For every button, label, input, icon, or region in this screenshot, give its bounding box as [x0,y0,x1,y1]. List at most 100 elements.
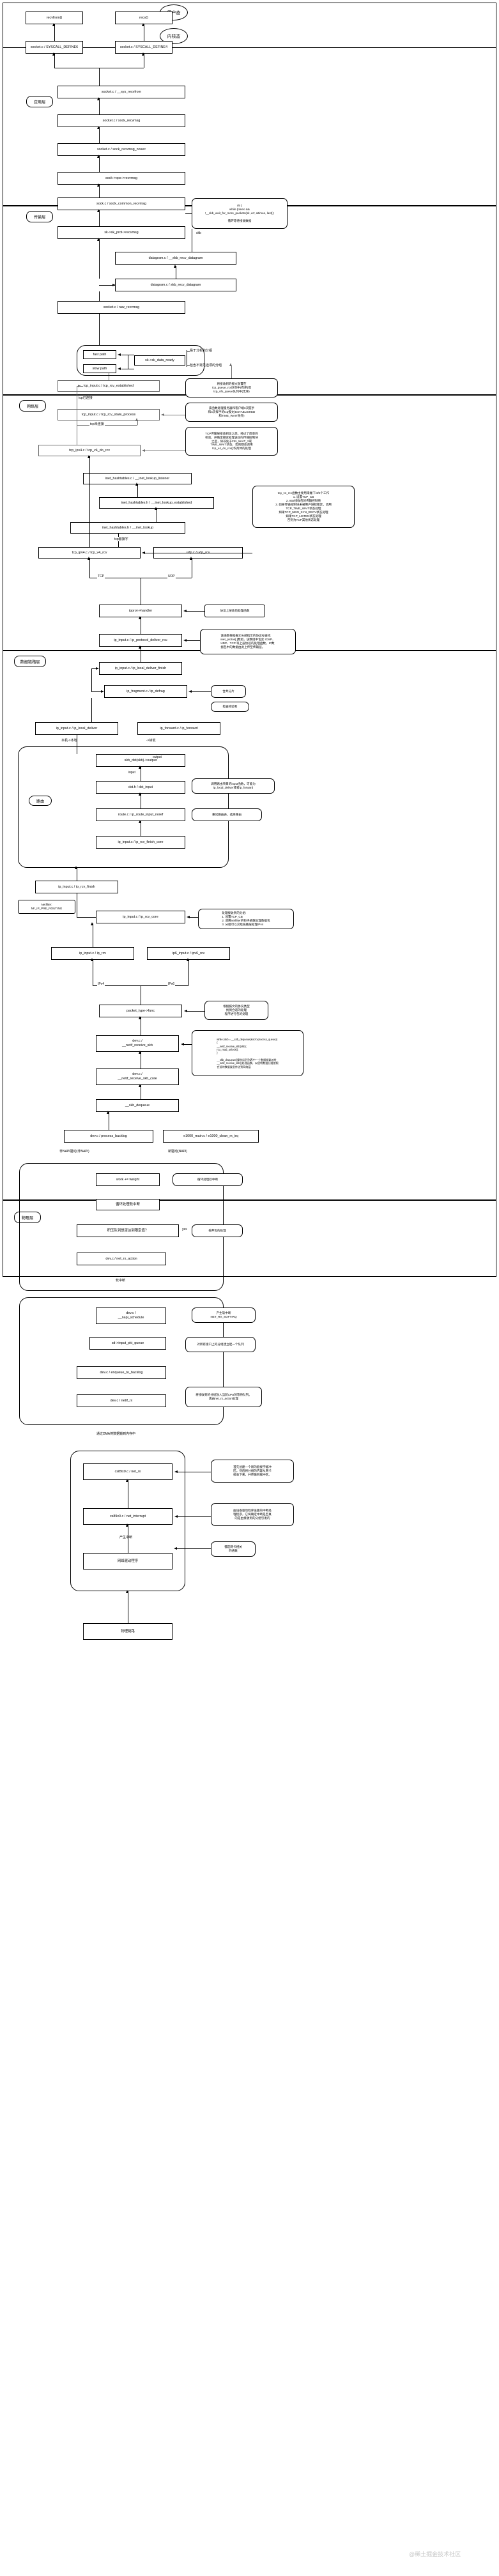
box-ip-local-deliver[interactable]: ip_input.c / ip_local_deliver [35,722,118,735]
box-napi-schedule[interactable]: dev.c / __napi_schedule [96,1307,166,1324]
arrow-opsrecvmsg-up [97,155,100,158]
box-ops-recvmsg[interactable]: sock->ops->recvmsg [58,172,185,185]
arrow-recv-up [142,23,145,26]
box-ip-rcv-core[interactable]: ip_input.c / ip_rcv_core [96,911,185,923]
arrow-note-merge [188,690,192,693]
box-tcp-rcv-state-process[interactable]: tcp_input.c / tcp_rcv_state_process [58,409,160,420]
line-lookup-up1 [137,484,138,497]
box-poll-loop-inner[interactable]: 循环处理软中断 [96,1199,160,1210]
box-net-interrupt[interactable]: cs89x0.c / net_interrupt [83,1508,173,1525]
line-note-merge [191,691,211,692]
box-work-weight[interactable]: work += weight [96,1173,160,1186]
note-net-rx: 首先创建一个新的套接字缓冲 区。然后将分组的内容从网卡 接收下来，并传输到缓冲区… [211,1460,294,1483]
box-skb-dequeue[interactable]: __skb_dequeue [96,1099,179,1112]
label-interrupt: 产生中断 [119,1535,134,1539]
box-sock-common-recvmsg[interactable]: sock.c / sock_common_recvmsg [58,197,185,210]
box-ip-forward[interactable]: ip_forward.c / ip_forward [137,722,220,735]
line-defrag-to-local [91,698,92,722]
arrow-protodeliver-up [139,616,142,619]
box-netif-rx[interactable]: dev.c / netif_rx [77,1394,166,1407]
group-routing [18,746,229,868]
note-do-loop: do { while (timeo && !__skb_wait_for_mor… [192,198,288,229]
box-backlog-check[interactable]: 积压队列是否达到限定值？ [77,1224,179,1237]
arrow-note-tcpv4rcv [142,551,145,554]
box-ip-rcv-finish-core[interactable]: ip_input.c / ip_rcv_finish_core [96,836,185,849]
box-syscall-define4[interactable]: socket.c / SYSCALL_DEFINE4 [115,41,173,54]
arrow-netrx-up [126,1479,129,1482]
note-napi-softirq: 产生软中断 NET_RX_SOFTIRQ [192,1307,256,1323]
note-cpu-queue: 将接收到的分组放入当前CPU的等待队列。 再由net_rx_action处理 [185,1387,262,1407]
box-network-driver[interactable]: 网络驱动程序 [83,1553,173,1570]
box-packet-type-func[interactable]: packet_type->func [99,1005,182,1017]
box-recvfrom[interactable]: recvfrom() [26,12,83,24]
arrow-netifcore-up [139,1051,142,1054]
arrow-tcp-unconnected [135,418,139,421]
box-skb-recv-datagram[interactable]: datagram.c / skb_recv_datagram [115,279,236,291]
box-ip-rcv-finish[interactable]: ip_input.c / ip_rcv_finish [35,881,118,893]
note-tcp-queue: 将接收到的报文放置在 tcp_queue_rcv队列中(有序)或 tcp_ofo… [185,378,278,397]
arrow-slowpath-left [118,367,121,370]
box-dst-input[interactable]: dst.h / dst_input [96,781,185,794]
box-sock-recvmsg[interactable]: socket.c / sock_recvmsg [58,114,185,127]
arrow-note-netrx [174,1470,178,1473]
line-rcvcore-to-finish [77,917,96,918]
line-common-up [99,185,100,197]
zone-datalink-layer: 数据链路层 [14,656,46,667]
label-nonnapi: 非NAPI驱动(非NAPI) [59,1149,90,1153]
box-raw-recvmsg[interactable]: socket.c / raw_recvmsg [58,301,185,314]
label-forward: ->转发 [146,738,157,743]
label-yes-drop: yes [181,1228,188,1231]
arrow-fastpath-left [118,353,121,356]
box-recv[interactable]: recv() [115,12,173,24]
arrow-__skbrecv-up [174,265,177,268]
box-syscall-define6[interactable]: socket.c / SYSCALL_DEFINE6 [26,41,83,54]
box-netif-receive-skb-core[interactable]: dev.c / __netif_receive_skb_core [96,1068,179,1085]
line-syscall-left-ext [3,47,26,48]
box-sk-data-ready[interactable]: sk->sk_data_ready [134,355,185,366]
box-netif-receive-skb[interactable]: dev.c / __netif_receive_skb [96,1035,179,1052]
box-enqueue-to-backlog[interactable]: dev.c / enqueue_to_backlog [77,1366,166,1379]
box-net-rx[interactable]: cs89x0.c / net_rx [83,1463,173,1480]
line-nosec-up [99,127,100,143]
box-ip-local-deliver-finish[interactable]: ip_input.c / ip_local_deliver_finish [99,662,182,675]
line-skbrecv-up [99,239,100,279]
box-sk-prot-recvmsg[interactable]: sk->sk_prot->recvmsg [58,226,185,239]
line-defrag-in [91,691,102,692]
arrow-sys6-up [52,52,56,56]
box-ip-defrag[interactable]: ip_fragment.c / ip_defrag [104,685,187,698]
zone-physical-layer: 物理层 [14,1212,41,1223]
box-process-backlog[interactable]: dev.c / process_backlog [64,1130,153,1143]
box-net-rx-action[interactable]: dev.c / net_rx_action [77,1253,166,1265]
note-ip-rcv: 处理接收到的分组: 1. 设置TCP_CB 2. 调用netfilter的钩子函… [198,909,294,929]
label-napi: 新驱动(NAPI) [167,1149,188,1153]
line-tcp-connected-h [77,386,83,387]
line-raw-to-skb [99,285,115,286]
line-recvfrom-up [54,24,55,41]
note-while-loop: while (skb = __skb_dequeue(&sd->process_… [192,1030,303,1076]
box-input-pkt-queue[interactable]: sd->input_pkt_queue [89,1337,166,1350]
note-dst-input: 调用路由项目的input函数，可能为 ip_local_deliver或者ip_… [192,778,275,794]
line-note-interrupt [177,1516,211,1517]
box-tcp-rcv-established[interactable]: tcp_input.c / tcp_rcv_established [58,380,160,392]
arrow-netif-up [139,1016,142,1019]
box-ip-protocol-deliver-rcu[interactable]: ip_input.c / ip_protocol_deliver_rcu [99,634,182,647]
box-sock-recvmsg-nosec[interactable]: socket.c / sock_recvmsg_nosec [58,143,185,156]
line-syscall-bridge [83,47,115,48]
box-skb-dst-output[interactable]: skb_dst(skb)->output [96,754,185,767]
box-__skb-recv-datagram[interactable]: datagram.c / __skb_recv_datagram [115,252,236,265]
box-sys-recvfrom[interactable]: socket.c / __sys_recvfrom [58,86,185,98]
box-e1000-clean-rx-irq[interactable]: e1000_main.c / e1000_clean_rx_irq [163,1130,259,1143]
box-fast-path[interactable]: fast path [83,350,116,359]
note-tcp-v4-rcv: tcp_v4_rcv函数主要用来做下/3/4个工作 1. 设置TCP_CB 2.… [252,486,355,528]
arrow-skprot-up [97,209,100,212]
arrow-tcp-connected [78,384,81,387]
box-ip-route-input-noref[interactable]: route.c / ip_route_input_noref [96,808,185,821]
box-physical-link[interactable]: 物理链路 [83,1623,173,1640]
arrow-iprcv-up [91,922,94,925]
box-ipprot-handler[interactable]: ipprot->handler [99,605,182,617]
line-note-queue-up [231,366,232,378]
line-skprot-up [99,210,100,226]
arrow-note-queue-up [229,363,233,366]
box-inet-lookup[interactable]: inet_hashtables.h / __inet_lookup [70,522,185,534]
note-netfilter: Netfilter: NF_IP_PRE_ROUTING [18,900,75,914]
